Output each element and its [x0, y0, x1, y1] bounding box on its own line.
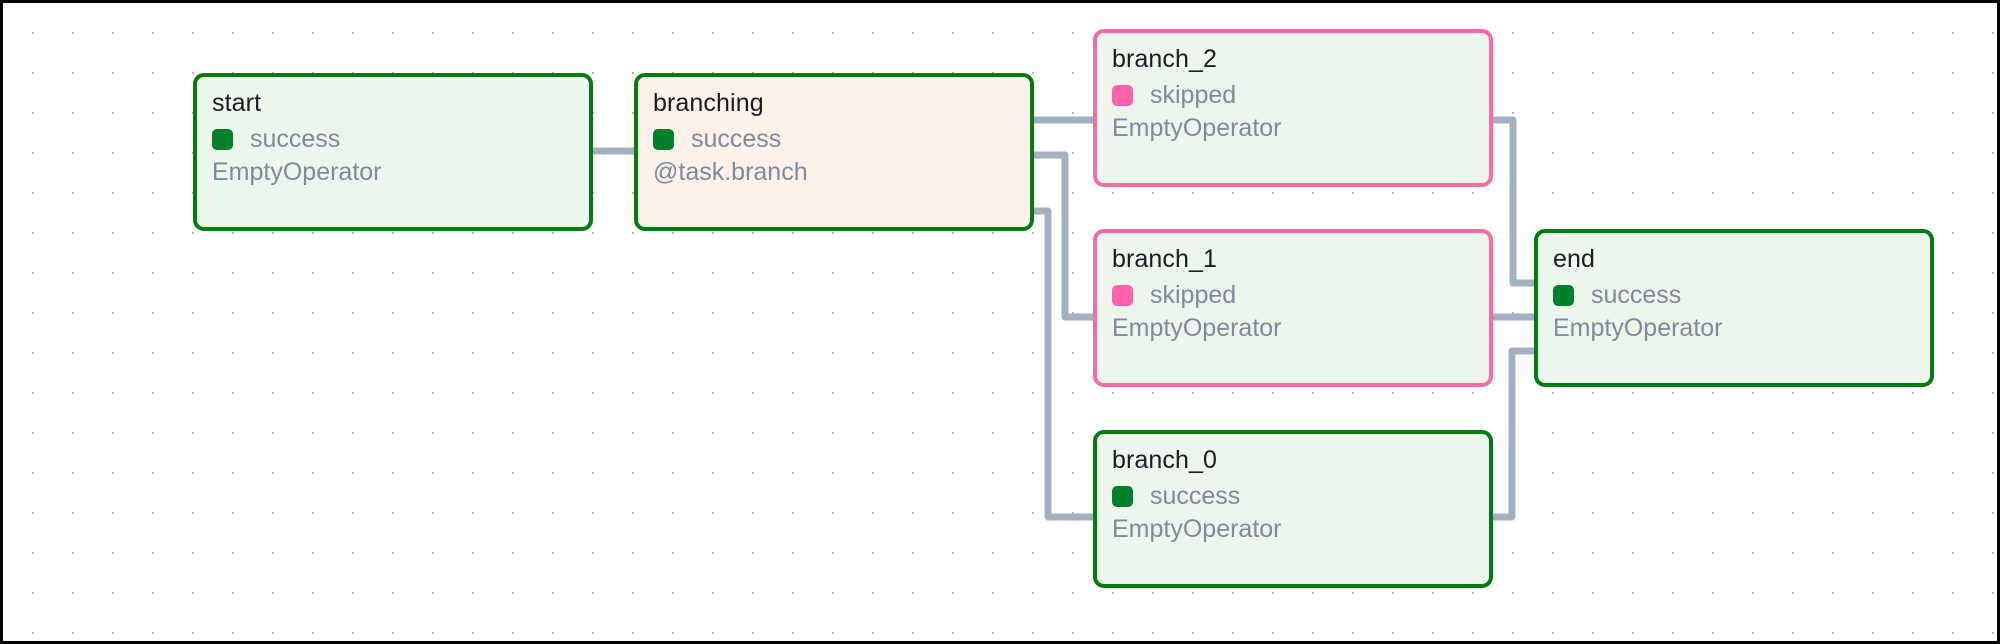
status-swatch-icon: [653, 128, 674, 150]
task-node-title: start: [212, 89, 262, 117]
task-state-row: success: [653, 124, 1016, 154]
status-badge: success: [691, 125, 782, 153]
status-swatch-icon: [1112, 485, 1133, 507]
task-operator-label: @task.branch: [653, 158, 808, 186]
edge-branch2-end: [1493, 116, 1534, 287]
edge-branch0-end: [1493, 347, 1534, 521]
task-node-title: branching: [653, 89, 764, 117]
task-state-row: skipped: [1112, 280, 1475, 310]
task-node-branching[interactable]: branching success @task.branch: [634, 73, 1034, 231]
task-node-title: branch_1: [1112, 245, 1218, 273]
task-state-row: success: [212, 124, 575, 154]
status-swatch-icon: [212, 128, 233, 150]
task-node-title: branch_2: [1112, 45, 1218, 73]
task-operator-label: EmptyOperator: [1112, 515, 1282, 543]
status-badge: skipped: [1150, 281, 1237, 309]
task-operator-label: EmptyOperator: [1112, 114, 1282, 142]
task-state-row: skipped: [1112, 80, 1475, 110]
edge-branching-branch0: [1034, 207, 1093, 521]
status-badge: success: [1150, 482, 1241, 510]
status-badge: success: [250, 125, 341, 153]
edge-branching-branch1: [1034, 151, 1093, 321]
status-badge: skipped: [1150, 81, 1237, 109]
status-swatch-icon: [1112, 284, 1133, 306]
status-swatch-icon: [1112, 84, 1133, 106]
task-operator-label: EmptyOperator: [212, 158, 382, 186]
task-state-row: success: [1553, 280, 1916, 310]
task-operator-label: EmptyOperator: [1112, 314, 1282, 342]
task-node-title: end: [1553, 245, 1596, 273]
task-node-title: branch_0: [1112, 446, 1218, 474]
status-swatch-icon: [1553, 284, 1574, 306]
task-operator-label: EmptyOperator: [1553, 314, 1723, 342]
status-badge: success: [1591, 281, 1682, 309]
task-state-row: success: [1112, 481, 1475, 511]
